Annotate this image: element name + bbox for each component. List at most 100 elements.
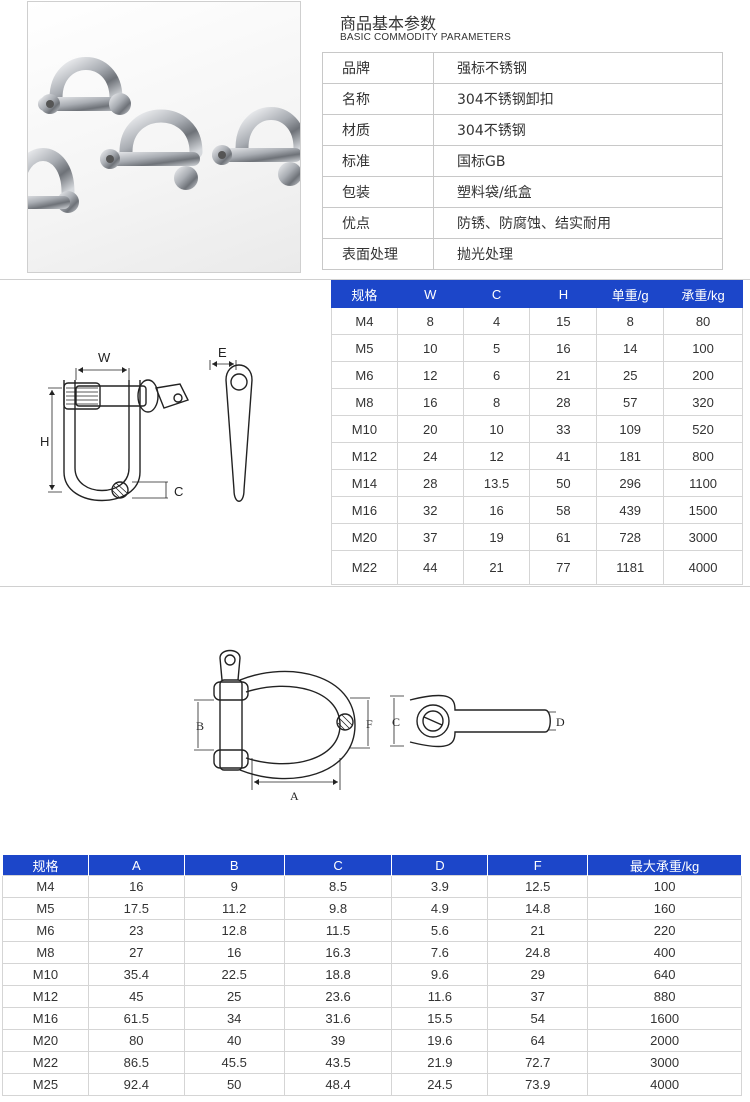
table-cell: 23.6 xyxy=(283,985,393,1008)
dim-label-b: B xyxy=(196,719,204,733)
param-value: 塑料袋/纸盒 xyxy=(433,176,723,208)
table-cell: 21 xyxy=(529,361,598,389)
param-key: 材质 xyxy=(322,114,434,146)
table-cell: M22 xyxy=(331,550,398,585)
table-cell: 20 xyxy=(396,415,464,443)
table-cell: 25 xyxy=(183,985,285,1008)
table-cell: 16 xyxy=(87,875,185,898)
table-cell: 2000 xyxy=(587,1029,742,1052)
table-cell: M8 xyxy=(331,388,398,416)
table-header-cell: H xyxy=(529,280,598,308)
table-cell: 6 xyxy=(462,361,531,389)
table-cell: 1600 xyxy=(587,1007,742,1030)
table-cell: 37 xyxy=(396,523,464,551)
table-cell: 43.5 xyxy=(283,1051,393,1074)
table-cell: 21.9 xyxy=(391,1051,489,1074)
table-cell: M4 xyxy=(331,307,398,335)
table-cell: 640 xyxy=(587,963,742,986)
table-cell: 24.5 xyxy=(391,1073,489,1096)
table-cell: 8 xyxy=(596,307,665,335)
table-cell: 72.7 xyxy=(487,1051,589,1074)
table-cell: M5 xyxy=(2,897,89,920)
table-cell: 16 xyxy=(183,941,285,964)
table-cell: 31.6 xyxy=(283,1007,393,1030)
dshackle-diagram: W H C E xyxy=(40,345,253,502)
param-value: 防锈、防腐蚀、结实耐用 xyxy=(433,207,723,239)
table-cell: M16 xyxy=(331,496,398,524)
table-cell: 39 xyxy=(283,1029,393,1052)
table-cell: 1500 xyxy=(663,496,743,524)
table-cell: 11.5 xyxy=(283,919,393,942)
table-cell: 19.6 xyxy=(391,1029,489,1052)
table-cell: 22.5 xyxy=(183,963,285,986)
table-cell: M22 xyxy=(2,1051,89,1074)
table-header-cell: C xyxy=(462,280,531,308)
table-cell: 37 xyxy=(487,985,589,1008)
table-header-cell: A xyxy=(87,854,185,876)
dim-label-f: F xyxy=(366,717,373,731)
params-subtitle: BASIC COMMODITY PARAMETERS xyxy=(340,32,511,43)
table-cell: 92.4 xyxy=(87,1073,185,1096)
table-cell: 200 xyxy=(663,361,743,389)
params-title: 商品基本参数 xyxy=(340,14,437,33)
table-cell: 10 xyxy=(462,415,531,443)
params-row: 表面处理抛光处理 xyxy=(322,238,723,270)
param-value: 304不锈钢 xyxy=(433,114,723,146)
table-cell: 181 xyxy=(596,442,665,470)
table-cell: 73.9 xyxy=(487,1073,589,1096)
table-cell: 17.5 xyxy=(87,897,185,920)
table-cell: 28 xyxy=(529,388,598,416)
params-row: 优点防锈、防腐蚀、结实耐用 xyxy=(322,207,723,239)
table-cell: M10 xyxy=(331,415,398,443)
table-header-cell: B xyxy=(183,854,285,876)
table-cell: 439 xyxy=(596,496,665,524)
table-cell: 24 xyxy=(396,442,464,470)
table-cell: 4000 xyxy=(663,550,743,585)
table-cell: 10 xyxy=(396,334,464,362)
table-cell: 28 xyxy=(396,469,464,497)
shackle-photo-3 xyxy=(100,109,203,190)
table-cell: 86.5 xyxy=(87,1051,185,1074)
param-key: 包装 xyxy=(322,176,434,208)
dim-label-c-side: C xyxy=(392,715,400,729)
table-cell: 16 xyxy=(529,334,598,362)
table-header-cell: D xyxy=(391,854,489,876)
dim-label-w: W xyxy=(98,350,111,365)
section-dshackle xyxy=(0,279,750,587)
table-cell: 61.5 xyxy=(87,1007,185,1030)
table-cell: 728 xyxy=(596,523,665,551)
table-header-cell: 单重/g xyxy=(596,280,665,308)
table-header-cell: 规格 xyxy=(2,854,89,876)
table-cell: 8 xyxy=(396,307,464,335)
table-cell: 16.3 xyxy=(283,941,393,964)
table-cell: M16 xyxy=(2,1007,89,1030)
dim-label-a: A xyxy=(290,789,299,803)
table-cell: 12.8 xyxy=(183,919,285,942)
table-cell: 41 xyxy=(529,442,598,470)
table-cell: 12 xyxy=(396,361,464,389)
table-cell: 58 xyxy=(529,496,598,524)
table-header-cell: 规格 xyxy=(331,280,398,308)
param-value: 抛光处理 xyxy=(433,238,723,270)
table-cell: 14 xyxy=(596,334,665,362)
table-cell: 19 xyxy=(462,523,531,551)
shackle-photo-4 xyxy=(212,107,300,186)
table-cell: 33 xyxy=(529,415,598,443)
dim-label-c: C xyxy=(174,484,183,499)
param-key: 标准 xyxy=(322,145,434,177)
